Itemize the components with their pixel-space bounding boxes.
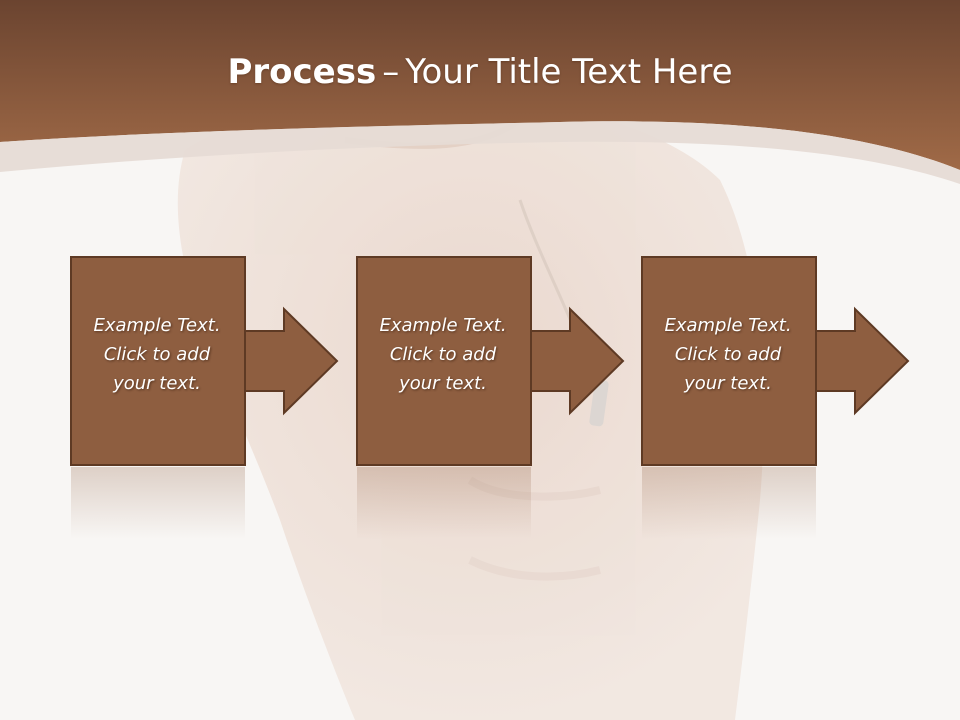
step-3-shape — [641, 256, 910, 539]
step-3-line-2: Click to add — [674, 344, 782, 365]
step-3-box-arrow — [641, 256, 910, 466]
step-1-line-3: your text. — [113, 373, 201, 394]
slide-title[interactable]: Process–Your Title Text Here — [0, 52, 960, 92]
header-band — [0, 0, 960, 170]
step-3-line-3: your text. — [684, 373, 772, 394]
process-step-2[interactable]: Example Text. Click to add your text. — [356, 256, 627, 547]
step-3-line-1: Example Text. — [664, 315, 792, 336]
step-3-reflection — [642, 467, 816, 539]
step-1-shape — [70, 256, 339, 539]
step-1-text[interactable]: Example Text. Click to add your text. — [71, 311, 243, 398]
header-swoosh — [0, 121, 960, 184]
step-2-reflection — [357, 467, 531, 539]
title-rest: Your Title Text Here — [405, 52, 733, 92]
step-2-text[interactable]: Example Text. Click to add your text. — [357, 311, 529, 398]
step-2-line-1: Example Text. — [379, 315, 507, 336]
step-1-line-1: Example Text. — [93, 315, 221, 336]
title-dash: – — [382, 52, 400, 92]
title-bold: Process — [227, 52, 377, 92]
process-step-1[interactable]: Example Text. Click to add your text. — [70, 256, 341, 547]
step-1-line-2: Click to add — [103, 344, 211, 365]
step-2-box-arrow — [356, 256, 625, 466]
process-step-3[interactable]: Example Text. Click to add your text. — [641, 256, 912, 547]
step-2-line-2: Click to add — [389, 344, 497, 365]
step-1-reflection — [71, 467, 245, 539]
step-2-shape — [356, 256, 625, 539]
step-1-box-arrow — [70, 256, 339, 466]
step-3-text[interactable]: Example Text. Click to add your text. — [642, 311, 814, 398]
step-2-line-3: your text. — [399, 373, 487, 394]
